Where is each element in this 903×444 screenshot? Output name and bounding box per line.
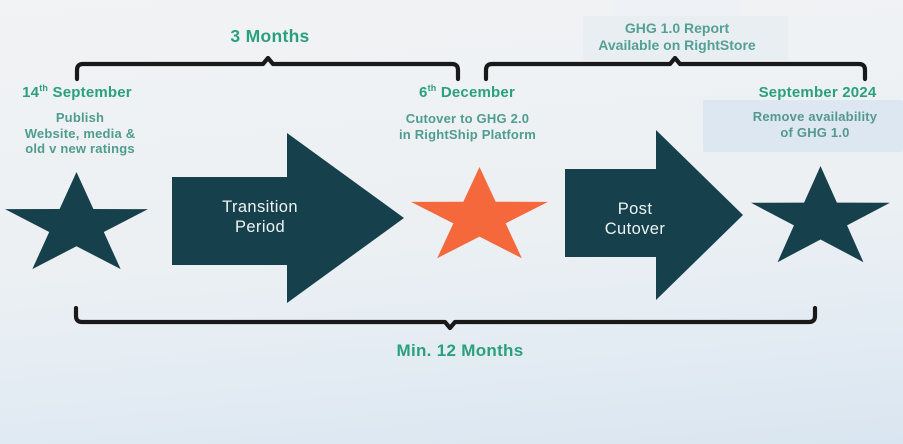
three-months-bracket bbox=[74, 56, 461, 82]
post-cutover-arrow bbox=[565, 130, 743, 300]
transition-period-label: Transition Period bbox=[222, 198, 298, 236]
background-patch bbox=[612, 0, 742, 16]
milestone-date-6-december: 6th December bbox=[392, 83, 542, 102]
milestone-date-14-september: 14th September bbox=[2, 83, 152, 102]
three-months-label: 3 Months bbox=[230, 26, 310, 46]
min-12-months-bracket bbox=[73, 306, 818, 331]
date-rest: September 2024 bbox=[758, 84, 877, 101]
cutover-star-icon bbox=[411, 167, 548, 259]
date-day: 6 bbox=[419, 84, 428, 101]
report-label-background bbox=[583, 16, 788, 60]
milestone-description-remove: Remove availability of GHG 1.0 bbox=[752, 109, 878, 140]
date-rest: December bbox=[436, 84, 515, 101]
milestone-date-september-2024: September 2024 bbox=[740, 84, 895, 101]
date-rest: September bbox=[48, 84, 132, 101]
milestone-description-publish: Publish Website, media & old v new ratin… bbox=[24, 110, 136, 156]
milestone-description-cutover: Cutover to GHG 2.0 in RightShip Platform bbox=[398, 111, 537, 142]
final-milestone-star-icon bbox=[751, 166, 890, 263]
date-day: 14 bbox=[22, 84, 40, 101]
transition-period-arrow bbox=[172, 133, 404, 303]
date-ordinal-suffix: th bbox=[39, 83, 49, 93]
post-cutover-label: Post Cutover bbox=[604, 200, 666, 238]
ghg-report-availability-label: GHG 1.0 Report Available on RightStore bbox=[598, 20, 756, 53]
remove-availability-background bbox=[703, 100, 903, 152]
ghg-report-bracket bbox=[483, 56, 868, 82]
milestone-star-icon bbox=[5, 172, 148, 270]
min-12-months-label: Min. 12 Months bbox=[396, 341, 524, 360]
date-ordinal-suffix: th bbox=[427, 83, 437, 93]
